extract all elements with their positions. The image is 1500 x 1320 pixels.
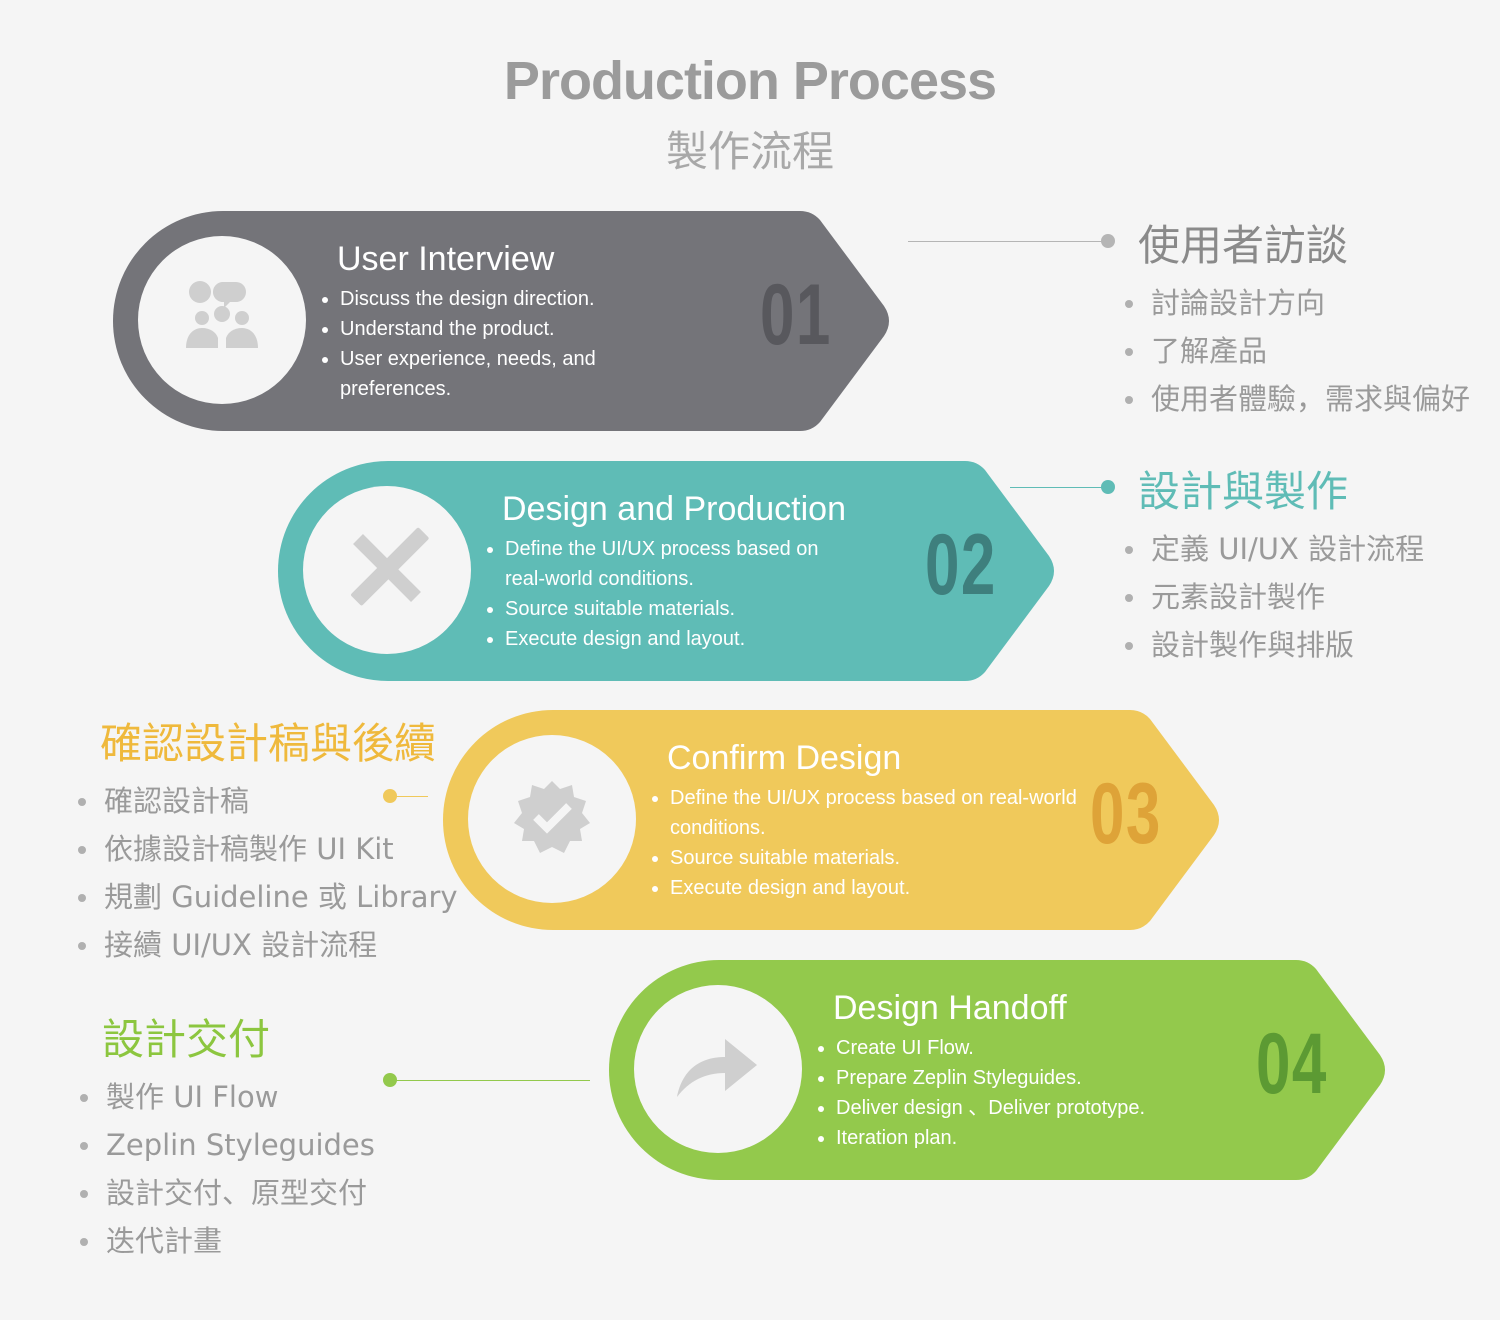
arrow-card-shape: [113, 211, 889, 431]
card-bullet: Define the UI/UX process based on real-w…: [505, 534, 845, 594]
note-item: 元素設計製作: [1125, 577, 1424, 625]
card-bullets: Discuss the design direction.Understand …: [320, 284, 680, 404]
step-number: 03: [1090, 766, 1162, 862]
card-bullets: Define the UI/UX process based on real-w…: [650, 783, 1080, 903]
connector-line: [1010, 487, 1108, 488]
note-item: 規劃 Guideline 或 Library: [78, 877, 458, 925]
note-item: 使用者體驗，需求與偏好: [1125, 379, 1470, 427]
icon-circle: [303, 486, 471, 654]
step-number: 04: [1256, 1016, 1328, 1112]
note-item: 設計製作與排版: [1125, 625, 1424, 673]
connector-dot: [383, 1073, 397, 1087]
process-card-4: Design HandoffCreate UI Flow.Prepare Zep…: [608, 959, 1398, 1181]
note-title: 設計與製作: [1138, 467, 1349, 516]
note-item: 設計交付、原型交付: [80, 1173, 375, 1221]
card-bullet: Iteration plan.: [836, 1123, 1176, 1153]
step-number: 01: [760, 267, 832, 363]
card-bullet: Deliver design 、Deliver prototype.: [836, 1093, 1176, 1123]
card-title: Design and Production: [502, 490, 847, 528]
card-bullet: Prepare Zeplin Styleguides.: [836, 1063, 1176, 1093]
card-title: Design Handoff: [833, 989, 1067, 1027]
card-bullet: Define the UI/UX process based on real-w…: [670, 783, 1080, 843]
connector-dot: [1101, 234, 1115, 248]
icon-circle: [138, 236, 306, 404]
note-item: 製作 UI Flow: [80, 1077, 375, 1125]
connector-line: [390, 1080, 590, 1081]
arrow-card-shape: [278, 461, 1054, 681]
pencil-ruler-icon: [342, 523, 432, 618]
card-title: User Interview: [337, 240, 555, 278]
note-item: 了解產品: [1125, 331, 1470, 379]
card-bullet: Discuss the design direction.: [340, 284, 680, 314]
note-item: 依據設計稿製作 UI Kit: [78, 829, 458, 877]
card-bullet: Execute design and layout.: [505, 624, 845, 654]
note-title: 確認設計稿與後續: [100, 719, 437, 768]
check-badge-icon: [512, 777, 592, 862]
process-card-3: Confirm DesignDefine the UI/UX process b…: [442, 709, 1232, 931]
process-card-1: User InterviewDiscuss the design directi…: [112, 210, 902, 432]
connector-line: [390, 796, 428, 797]
note-item: 確認設計稿: [78, 781, 458, 829]
icon-circle: [468, 735, 636, 903]
card-bullet: Understand the product.: [340, 314, 680, 344]
card-bullet: Source suitable materials.: [670, 843, 1080, 873]
connector-dot: [383, 789, 397, 803]
card-bullets: Create UI Flow.Prepare Zeplin Styleguide…: [816, 1033, 1176, 1153]
step-note-2: 設計與製作定義 UI/UX 設計流程元素設計製作設計製作與排版: [1125, 458, 1424, 673]
card-bullet: User experience, needs, and preferences.: [340, 344, 680, 404]
card-bullet: Create UI Flow.: [836, 1033, 1176, 1063]
arrow-card-shape: [443, 710, 1219, 930]
card-bullets: Define the UI/UX process based on real-w…: [485, 534, 845, 654]
users-chat-icon: [182, 278, 262, 363]
note-item: Zeplin Styleguides: [80, 1125, 375, 1173]
connector-line: [908, 241, 1108, 242]
arrow-card-shape: [609, 960, 1385, 1180]
note-item: 接續 UI/UX 設計流程: [78, 925, 458, 973]
page-subtitle: 製作流程: [665, 127, 834, 176]
note-items: 定義 UI/UX 設計流程元素設計製作設計製作與排版: [1125, 529, 1424, 673]
connector-dot: [1101, 480, 1115, 494]
icon-circle: [634, 985, 802, 1153]
card-bullet: Execute design and layout.: [670, 873, 1080, 903]
process-card-2: Design and ProductionDefine the UI/UX pr…: [277, 460, 1067, 682]
step-note-1: 使用者訪談討論設計方向了解產品使用者體驗，需求與偏好: [1125, 212, 1470, 427]
note-title: 使用者訪談: [1138, 221, 1349, 270]
share-arrow-icon: [673, 1027, 763, 1112]
page-title: Production Process: [503, 51, 997, 111]
card-title: Confirm Design: [667, 739, 902, 777]
note-item: 討論設計方向: [1125, 283, 1470, 331]
note-item: 定義 UI/UX 設計流程: [1125, 529, 1424, 577]
note-item: 迭代計畫: [80, 1221, 375, 1269]
step-number: 02: [925, 517, 997, 613]
note-items: 討論設計方向了解產品使用者體驗，需求與偏好: [1125, 283, 1470, 427]
note-title: 設計交付: [102, 1015, 271, 1064]
card-bullet: Source suitable materials.: [505, 594, 845, 624]
